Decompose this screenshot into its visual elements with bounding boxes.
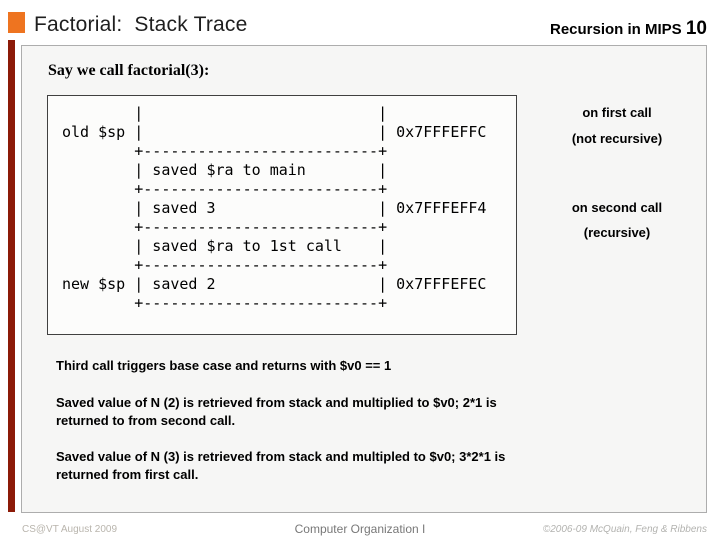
slide-title: Factorial: Stack Trace xyxy=(34,13,248,36)
title-accent-square xyxy=(8,12,25,33)
annotation-first-call-note: (not recursive) xyxy=(571,131,663,146)
paragraph-first-return: Saved value of N (3) is retrieved from s… xyxy=(56,449,506,482)
stack-diagram-box: | | old $sp | | 0x7FFFEFFC +------------… xyxy=(47,95,517,335)
left-accent-bar xyxy=(8,40,15,512)
paragraph-second-return: Saved value of N (2) is retrieved from s… xyxy=(56,395,497,428)
footer-course-id: CS@VT August 2009 xyxy=(22,524,118,535)
footer-copyright: ©2006-09 McQuain, Feng & Ribbens xyxy=(542,524,707,535)
intro-text: Say we call factorial(3): xyxy=(48,62,210,79)
annotation-second-call: on second call xyxy=(571,200,663,215)
slide-page-number: 10 xyxy=(685,18,707,39)
annotation-second-call-note: (recursive) xyxy=(583,225,651,240)
header-course-info: Recursion in MIPS 10 xyxy=(550,18,707,40)
footer-course-title: Computer Organization I xyxy=(294,522,426,536)
annotation-first-call: on first call xyxy=(582,105,652,120)
paragraph-third-call: Third call triggers base case and return… xyxy=(56,358,392,373)
stack-ascii-diagram: | | old $sp | | 0x7FFFEFFC +------------… xyxy=(62,104,487,312)
course-topic-label: Recursion in MIPS xyxy=(549,21,682,38)
